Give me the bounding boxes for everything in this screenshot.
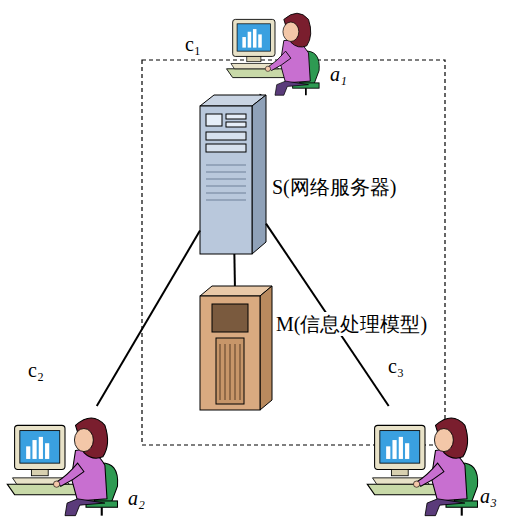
- node-label: M(信息处理模型): [274, 312, 429, 336]
- user-terminal: a₃: [368, 406, 482, 514]
- processing-model: M(信息处理模型): [200, 286, 272, 410]
- network-server: S(网络服务器): [200, 95, 266, 254]
- link-line: [97, 231, 200, 406]
- user-terminal: a₁: [228, 4, 324, 94]
- node-label: a₁: [328, 62, 349, 86]
- channel-label: c₁: [183, 32, 203, 56]
- node-label: S(网络服务器): [270, 175, 398, 199]
- link-line: [260, 94, 261, 95]
- link-line: [234, 254, 236, 286]
- node-label: a₂: [126, 486, 147, 510]
- node-label: a₃: [478, 484, 499, 508]
- channel-label: c₃: [386, 354, 406, 378]
- channel-label: c₂: [26, 358, 46, 382]
- user-terminal: a₂: [8, 406, 122, 514]
